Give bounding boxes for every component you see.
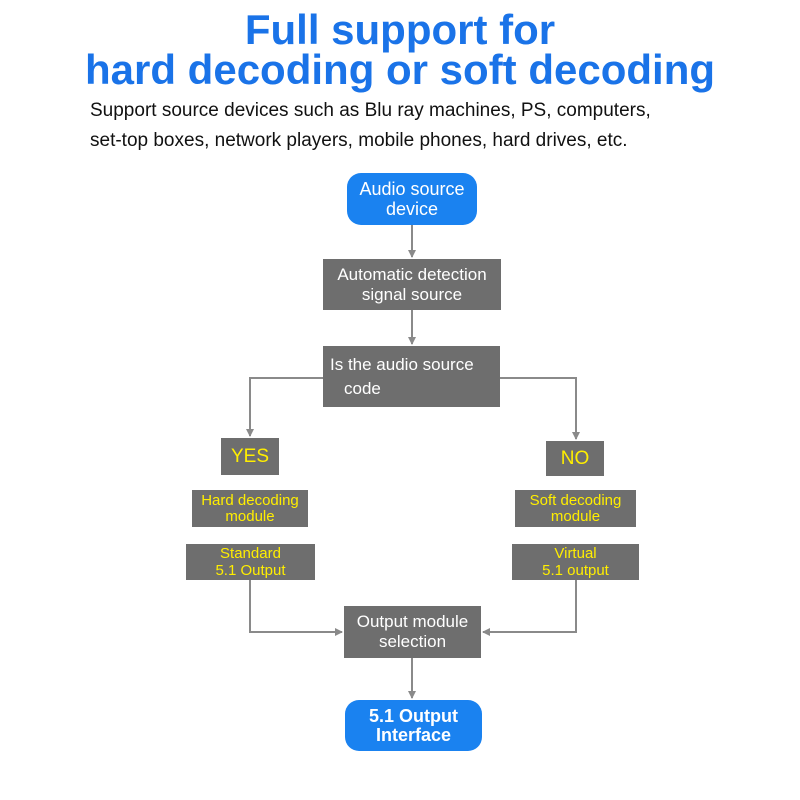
standard-output-node: Standard 5.1 Output [186, 544, 315, 580]
yes-branch-label: YES [221, 438, 279, 475]
soft-decoding-module-node: Soft decoding module [515, 490, 636, 527]
output-module-selection-node: Output module selection [344, 606, 481, 658]
connector-question-to-yes [246, 377, 323, 437]
node-label-line-2: 5.1 output [542, 562, 609, 579]
subtitle: Support source devices such as Blu ray m… [90, 96, 790, 156]
node-label-line-2: module [225, 507, 275, 525]
connector-question-to-no [500, 377, 580, 440]
output-interface-node: 5.1 Output Interface [345, 700, 482, 751]
node-label-line-2: Interface [375, 724, 452, 745]
node-label-line-2: code [344, 378, 381, 398]
node-label-line-2: 5.1 Output [215, 562, 286, 579]
node-label-line-1: Audio source [359, 179, 465, 199]
subtitle-line-2: set-top boxes, network players, mobile p… [90, 130, 628, 151]
audio-source-device-node: Audio source device [347, 173, 477, 225]
subtitle-line-1: Support source devices such as Blu ray m… [90, 100, 651, 121]
node-label-line-1: Output module [356, 612, 469, 631]
node-label-line-2: selection [378, 632, 447, 651]
automatic-detection-node: Automatic detection signal source [323, 259, 501, 310]
no-branch-label: NO [546, 441, 604, 476]
hard-decoding-module-node: Hard decoding module [192, 490, 308, 527]
connector-standard-to-selection [249, 580, 343, 636]
decision-node: Is the audio source code [323, 346, 500, 407]
node-label-line-1: 5.1 Output [369, 705, 458, 726]
node-label-line-1: Soft decoding [529, 491, 622, 509]
node-label-line-1: Virtual [554, 545, 597, 562]
virtual-output-node: Virtual 5.1 output [512, 544, 639, 580]
node-label-line-1: Is the audio source [330, 354, 474, 374]
node-label-line-1: Hard decoding [201, 491, 299, 509]
connector-virtual-to-selection [482, 580, 577, 636]
node-label-line-1: Automatic detection [337, 264, 487, 284]
node-label-line-1: Standard [220, 545, 281, 562]
node-label-line-2: device [385, 199, 439, 219]
node-label-line-2: module [550, 507, 601, 525]
node-label-line-2: signal source [361, 284, 463, 304]
title-line-1: Full support for [244, 6, 556, 53]
title-line-2: hard decoding or soft decoding [85, 46, 715, 93]
